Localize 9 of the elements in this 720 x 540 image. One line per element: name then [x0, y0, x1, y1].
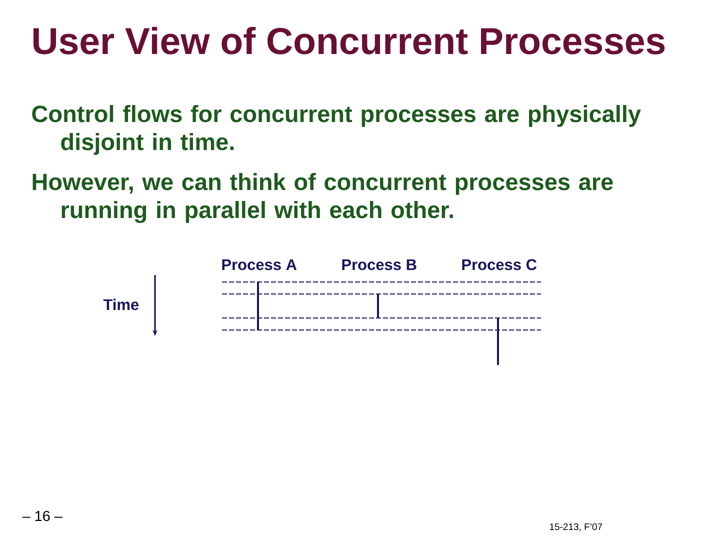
column-header: Process A: [222, 259, 297, 270]
footer-text: 15-213, F’07: [550, 523, 602, 532]
bullet-text: Control flows for concurrent processes are physically disjoint in time.: [32, 105, 641, 155]
bullet-text: However, we can think of concurrent processes are running in parallel with each other.: [32, 173, 613, 223]
page-number: – 16 –: [22, 510, 62, 522]
axis-label: Time: [103, 298, 139, 310]
column-header: Process B: [342, 259, 416, 270]
slide-title: User View of Concurrent Processes: [33, 26, 665, 54]
column-header: Process C: [462, 259, 537, 270]
